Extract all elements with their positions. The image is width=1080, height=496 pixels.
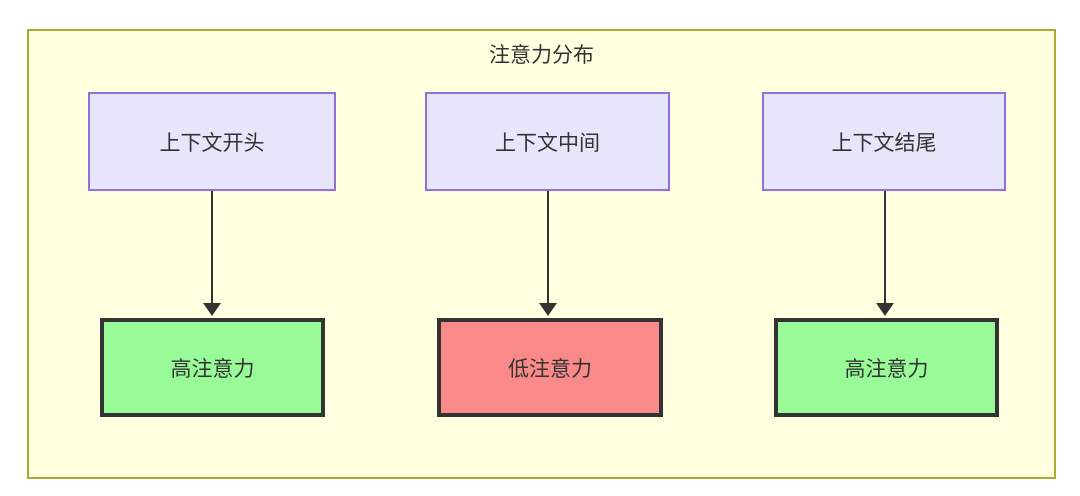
node-context-end-label: 上下文结尾 — [831, 131, 937, 155]
node-low-attention-middle[interactable]: 低注意力 — [437, 318, 663, 417]
node-high-attention-start-label: 高注意力 — [170, 357, 255, 381]
edge-arrowhead-end-to-high — [876, 303, 894, 316]
node-high-attention-end[interactable]: 高注意力 — [774, 318, 999, 417]
edge-arrowhead-middle-to-low — [539, 303, 557, 316]
node-low-attention-middle-label: 低注意力 — [508, 357, 592, 381]
node-high-attention-start[interactable]: 高注意力 — [100, 318, 325, 417]
edge-arrowhead-start-to-high — [203, 303, 221, 316]
node-high-attention-end-label: 高注意力 — [844, 357, 929, 381]
edge-line-end-to-high — [884, 191, 886, 305]
edge-line-middle-to-low — [547, 191, 549, 305]
edge-line-start-to-high — [211, 191, 213, 305]
node-context-start[interactable]: 上下文开头 — [88, 92, 336, 191]
node-context-middle[interactable]: 上下文中间 — [425, 92, 670, 191]
node-context-end[interactable]: 上下文结尾 — [762, 92, 1006, 191]
subgraph-title: 注意力分布 — [489, 44, 594, 67]
node-context-middle-label: 上下文中间 — [495, 131, 600, 155]
node-context-start-label: 上下文开头 — [159, 131, 265, 155]
